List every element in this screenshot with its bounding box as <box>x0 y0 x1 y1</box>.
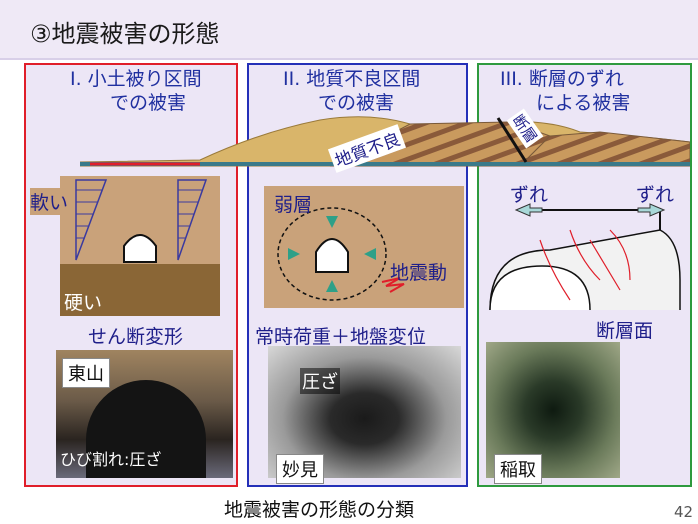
slip-left-label: ずれ <box>510 184 549 206</box>
panel2-title-line2: での被害 <box>318 92 395 114</box>
photo2-tag: 妙見 <box>276 454 324 484</box>
weak-layer-label: 弱層 <box>274 194 313 216</box>
panel3-title-line2: による被害 <box>536 92 631 114</box>
photo2-note: 圧ざ <box>300 368 340 394</box>
photo3-tag: 稲取 <box>494 454 542 484</box>
quake-label: 地震動 <box>390 262 448 284</box>
photo1-note: ひび割れ:圧ざ <box>60 450 162 469</box>
slip-right-label: ずれ <box>636 184 675 206</box>
panel1-title-line1: I. 小土被り区間 <box>70 68 202 90</box>
shear-deformation-diagram <box>60 176 220 316</box>
panel1-title-line2: での被害 <box>110 92 187 114</box>
panel2-title-line1: II. 地質不良区間 <box>283 68 421 90</box>
panel2-mechanism: 常時荷重＋地盤変位 <box>255 326 427 348</box>
hard-ground-label: 硬い <box>64 292 103 314</box>
soft-ground-label: 軟い <box>30 188 69 215</box>
title-bar <box>0 0 698 60</box>
weak-layer-diagram <box>264 186 464 308</box>
fault-slip-diagram <box>489 203 681 311</box>
slide-title: ③地震被害の形態 <box>30 20 220 48</box>
page-number: 42 <box>674 503 694 521</box>
fault-plane-label: 断層面 <box>596 320 654 342</box>
figure-caption: 地震被害の形態の分類 <box>224 499 415 521</box>
photo1-tag: 東山 <box>62 358 110 388</box>
panel3-title-line1: III. 断層のずれ <box>500 68 624 90</box>
panel1-mechanism: せん断変形 <box>88 326 184 348</box>
